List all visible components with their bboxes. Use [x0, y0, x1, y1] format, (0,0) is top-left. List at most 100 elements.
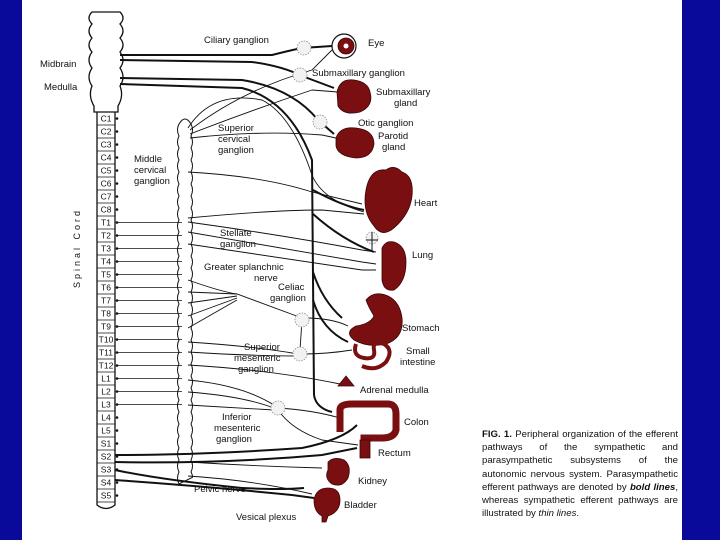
vesical-plexus-label: Vesical plexus: [236, 512, 296, 523]
autonomic-nervous-system-diagram: C1C2C3C4C5C6C7C8T1T2T3T4T5T6T7T8T9T10T11…: [40, 11, 440, 523]
pelvic-nerve: [114, 469, 305, 490]
superior-mesenteric-label-3: ganglion: [238, 364, 274, 375]
submaxillary-ganglion-label: Submaxillary ganglion: [312, 68, 405, 79]
labels: Midbrain Medulla Ciliary ganglion Eye Su…: [40, 35, 440, 523]
segment-root-dot: [115, 130, 119, 133]
caption-text-2: , whereas sympathetic efferent pathways …: [482, 481, 678, 520]
superior-cervical-to-parotid: [189, 132, 337, 139]
stellate-to-lung-1: [187, 221, 377, 253]
otic-ganglion-label: Otic ganglion: [358, 118, 413, 129]
vagus-stomach-branch: [312, 271, 343, 319]
l1-to-im: [187, 379, 275, 406]
sympathetic-chain-outline: [177, 118, 193, 485]
segment-root-dot: [115, 208, 119, 211]
submaxillary-ganglion-node: [292, 67, 308, 83]
heart-label: Heart: [414, 198, 438, 209]
chain-to-bladder: [187, 475, 313, 495]
submaxillary-gland-label-2: gland: [394, 98, 417, 109]
segment-label-s5: S5: [101, 491, 112, 501]
parotid-gland-organ: [335, 127, 375, 159]
eye-organ: [331, 33, 357, 59]
segment-label-s2: S2: [101, 452, 112, 462]
segment-root-dot: [115, 442, 119, 445]
middle-cervical-label-1: Middle: [134, 154, 162, 165]
superior-cervical-to-submaxillary: [189, 89, 339, 135]
lung-organ: [366, 232, 407, 291]
parotid-gland-label-2: gland: [382, 142, 405, 153]
caption-bold-lines: bold lines: [629, 481, 676, 493]
segment-root-dot: [115, 195, 119, 198]
superior-mesenteric-ganglion-node: [292, 346, 308, 362]
chain-to-kidney: [187, 461, 323, 469]
adrenal-medulla-label: Adrenal medulla: [360, 385, 429, 396]
superior-mesenteric-label-1: Superior: [244, 342, 280, 353]
vagus-pathway: [119, 83, 333, 413]
segment-label-l3: L3: [101, 400, 111, 410]
organs: [313, 33, 413, 523]
spinal-cord: [88, 11, 124, 510]
middle-cervical-label-3: ganglion: [134, 176, 170, 187]
segment-label-l1: L1: [101, 374, 111, 384]
t10-to-sm: [187, 341, 299, 355]
segment-label-t12: T12: [99, 361, 114, 371]
small-intestine-label-2: intestine: [400, 357, 435, 368]
stellate-to-lung-2: [187, 231, 377, 265]
splanchnic-t6: [187, 291, 238, 295]
segment-label-s3: S3: [101, 465, 112, 475]
sm-to-intestine: [301, 349, 353, 355]
otic-ganglion-node: [312, 114, 328, 130]
spinal-cord-label: Spinal Cord: [72, 208, 82, 288]
segment-label-t3: T3: [101, 244, 111, 254]
segment-root-dot: [115, 169, 119, 172]
cord-outline: [96, 112, 116, 510]
sympathetic-chain: [177, 118, 193, 485]
segment-label-t10: T10: [99, 335, 114, 345]
segment-root-dot: [115, 143, 119, 146]
segment-label-l5: L5: [101, 426, 111, 436]
segment-label-t8: T8: [101, 309, 111, 319]
colon-organ: [336, 400, 400, 448]
medulla-label: Medulla: [44, 82, 78, 93]
segment-root-dot: [115, 416, 119, 419]
ciliary-ganglion-node: [296, 40, 312, 56]
brainstem-outline: [88, 11, 124, 113]
segment-root-dot: [115, 429, 119, 432]
segment-root-dot: [115, 182, 119, 185]
submaxillary-gland-label-1: Submaxillary: [376, 87, 431, 98]
t12-to-adrenal: [187, 364, 341, 385]
segment-root-dot: [115, 494, 119, 497]
segment-label-c1: C1: [101, 114, 112, 124]
segment-label-t5: T5: [101, 270, 111, 280]
segment-label-l4: L4: [101, 413, 111, 423]
bladder-organ: [313, 487, 341, 523]
stellate-label-1: Stellate: [220, 228, 252, 239]
inferior-mesenteric-label-2: mesenteric: [214, 423, 261, 434]
small-intestine-label-1: Small: [406, 346, 430, 357]
celiac-ganglion-node: [294, 312, 310, 328]
middle-cervical-label-2: cervical: [134, 165, 166, 176]
inferior-mesenteric-label-1: Inferior: [222, 412, 252, 423]
small-intestine-organ: [353, 340, 392, 371]
colon-label: Colon: [404, 417, 429, 428]
t-to-lung: [187, 243, 376, 271]
segment-label-l2: L2: [101, 387, 111, 397]
segment-label-t6: T6: [101, 283, 111, 293]
caption-text-3: .: [576, 508, 580, 520]
segment-label-t7: T7: [101, 296, 111, 306]
parotid-gland-label-1: Parotid: [378, 131, 408, 142]
rectum-sacral-branch: [114, 447, 358, 464]
figure-caption: FIG. 1. Peripheral organization of the e…: [482, 428, 678, 520]
colon-sacral-branch: [114, 424, 358, 456]
pelvic-nerve-label: Pelvic nerve: [194, 484, 246, 495]
rectum-organ: [359, 439, 371, 459]
splanchnic-t8: [187, 297, 238, 317]
ciliary-ganglion-label: Ciliary ganglion: [204, 35, 269, 46]
vagus-lung-branch: [312, 213, 375, 253]
caption-text-1: Peripheral organization of the efferent …: [482, 429, 678, 493]
cervical-to-heart: [187, 171, 363, 205]
segment-root-dot: [115, 156, 119, 159]
segment-label-c7: C7: [101, 192, 112, 202]
segment-label-t9: T9: [101, 322, 111, 332]
segment-label-c5: C5: [101, 166, 112, 176]
inferior-mesenteric-label-3: ganglion: [216, 434, 252, 445]
